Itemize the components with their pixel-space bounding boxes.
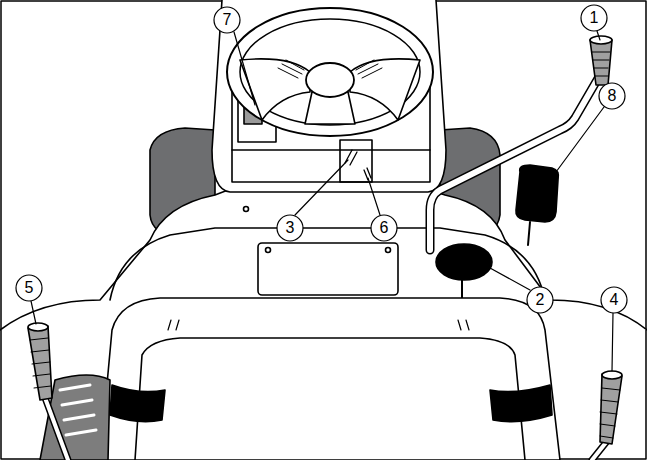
leader-line — [597, 31, 600, 40]
brake-pedal — [516, 165, 558, 222]
callout-number: 6 — [372, 216, 396, 240]
knob-ridge — [592, 52, 610, 76]
leader-line — [295, 160, 348, 215]
leader-line — [234, 32, 255, 105]
wheel-rim-inner — [240, 19, 420, 125]
plate-hole — [266, 248, 271, 253]
callout-circle — [599, 83, 625, 109]
height-lever-shaft — [44, 395, 68, 460]
switch-panel — [340, 140, 372, 182]
gear-lever-cap — [602, 371, 622, 379]
callout-number: 7 — [215, 8, 239, 32]
callout-circle — [277, 215, 303, 241]
seat-cushion — [135, 338, 525, 460]
hood-plate — [258, 243, 398, 295]
callout-circle — [581, 5, 607, 31]
hood-edge — [110, 228, 545, 300]
leader-line — [368, 178, 380, 215]
callout-number: 2 — [528, 288, 552, 312]
leader-line — [31, 301, 36, 324]
lift-lever-knob — [590, 40, 612, 85]
callout-circle — [16, 275, 42, 301]
leader-line — [490, 268, 530, 290]
callout-circle — [214, 7, 240, 33]
seat-band-right — [490, 385, 552, 422]
callout-number: 8 — [600, 84, 624, 108]
leader-line — [556, 107, 604, 172]
height-lever-knob — [28, 326, 52, 400]
seat-mark — [168, 320, 469, 330]
wheel-grip — [278, 60, 382, 78]
pedal-stem — [528, 222, 530, 245]
wheel-hub — [306, 63, 354, 97]
dash-line — [232, 149, 430, 151]
knob-ridge — [600, 388, 620, 438]
lift-lever-shaft — [430, 75, 600, 250]
dash-tower — [212, 0, 446, 192]
throttle-switch — [345, 150, 357, 165]
gear-lever-knob — [600, 374, 622, 444]
guide-notch — [60, 385, 96, 435]
callout-number: 1 — [582, 6, 606, 30]
height-lever-cap — [28, 323, 48, 331]
seat-band-left — [110, 385, 165, 422]
callout-number: 3 — [278, 216, 302, 240]
callout-number: 4 — [602, 288, 626, 312]
hood-rivet — [244, 207, 249, 212]
callout-number: 5 — [17, 276, 41, 300]
pedal-stem — [461, 280, 463, 298]
height-lever-shaft — [44, 395, 68, 460]
wheel-rim-outer — [227, 8, 433, 136]
lift-lever-cap — [590, 36, 612, 44]
callout-circle — [527, 287, 553, 313]
seat-back — [100, 298, 560, 460]
callout-circle — [601, 287, 627, 313]
drive-pedal — [436, 244, 492, 280]
leader-line — [612, 313, 613, 371]
knob-ridge — [30, 338, 51, 388]
callout-circle — [371, 215, 397, 241]
lift-lever-shaft — [430, 75, 600, 250]
plate-hole — [386, 248, 391, 253]
